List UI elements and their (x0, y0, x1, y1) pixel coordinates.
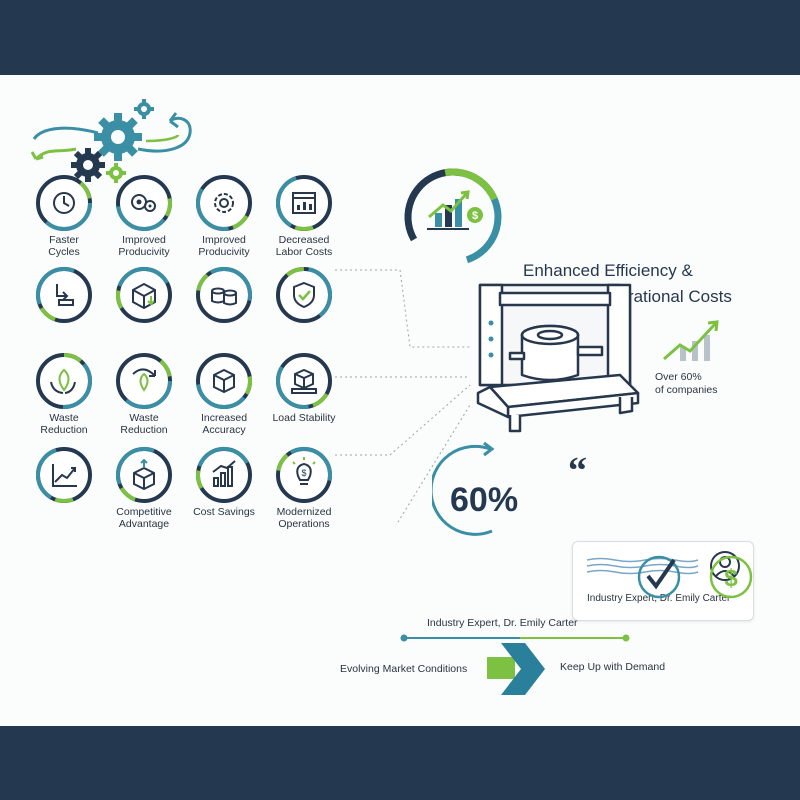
headline-line-1: Enhanced Efficiency & (523, 261, 693, 280)
benefit-ring (35, 352, 93, 410)
efficiency-chart-icon: $ (404, 168, 502, 266)
benefit-label-line-2: Advantage (118, 518, 170, 530)
benefit-label-line-1: Improved (122, 234, 166, 246)
benefit-label-line-1: Increased (200, 412, 248, 424)
top-band (0, 0, 800, 75)
benefit-ring (275, 174, 333, 232)
benefit-ring (115, 174, 173, 232)
quote-mark-icon: “ (568, 450, 587, 492)
benefit-ring (275, 352, 333, 410)
stat-note-line-2: of companies (655, 384, 718, 396)
stat-note: Over 60% of companies (655, 371, 717, 397)
box-up-icon (116, 447, 172, 503)
timeline-left-label: Evolving Market Conditions (340, 663, 468, 675)
benefit-ring (195, 174, 253, 232)
growth-chart-icon (663, 320, 719, 361)
benefit-ring (115, 266, 173, 324)
benefit-label-line-1: Cost Savings (193, 506, 255, 518)
benefit-label-line-2: Accuracy (202, 424, 246, 436)
box-arrow-icon (116, 267, 172, 323)
svg-text:$: $ (301, 468, 306, 478)
bar-chart-icon (196, 446, 253, 503)
pallet-arrow-icon (36, 267, 92, 323)
benefit-label-line-2: Labor Costs (275, 246, 333, 258)
benefit-label-line-1: Load Stability (272, 412, 336, 424)
benefit-ring: $ (275, 446, 333, 504)
svg-text:$: $ (724, 565, 738, 592)
benefit-label-line-1: Competitive (116, 506, 172, 518)
quote-text-lines (586, 557, 699, 575)
benefit-ring (195, 266, 253, 324)
benefit-label-line-1: Modernized (276, 506, 332, 518)
timeline-top-label: Industry Expert, Dr. Emily Carter (427, 617, 578, 629)
calendar-chart-icon (276, 174, 332, 231)
benefit-label-line-2: Reduction (120, 424, 168, 436)
wrapping-machine-icon (476, 283, 640, 433)
box-icon (196, 353, 252, 409)
benefit-ring (35, 174, 93, 232)
benefit-ring (115, 446, 173, 504)
benefit-ring (35, 266, 93, 324)
dollar-circle-icon: $ (709, 555, 753, 599)
benefit-ring (195, 352, 253, 410)
benefit-ring (195, 446, 253, 504)
benefit-label-line-2: Reduction (40, 424, 88, 436)
benefit-label-line-1: Faster (49, 234, 79, 246)
svg-text:$: $ (472, 210, 478, 222)
gears-cluster-icon (30, 99, 192, 183)
leaf-recycle-icon (36, 353, 92, 409)
stacked-box-icon (276, 353, 332, 409)
benefit-ring (35, 446, 93, 504)
stat-note-line-1: Over 60% (655, 371, 702, 383)
benefit-label-line-1: Improved (202, 234, 246, 246)
coins-icon (195, 267, 252, 323)
benefit-label: Cost Savings (179, 506, 269, 518)
stat-arc-icon (432, 441, 495, 536)
gears-icon (116, 175, 172, 231)
benefit-label-line-2: Operations (278, 518, 330, 530)
line-chart-icon (35, 447, 92, 503)
bottom-band (0, 726, 800, 800)
shield-check-icon (276, 267, 332, 323)
benefit-ring (275, 266, 333, 324)
benefit-label-line-2: Producivity (118, 246, 170, 258)
quote-attribution: Industry Expert, Dr. Emily Carter (587, 593, 731, 604)
benefit-label-line-1: Decreased (278, 234, 330, 246)
dotted-connectors (335, 269, 471, 525)
benefit-label-line-1: Waste (129, 412, 159, 424)
benefit-label-line-1: Waste (49, 412, 79, 424)
benefit-label-line-2: Producivity (198, 246, 250, 258)
timeline-line (400, 634, 630, 642)
timeline-right-label: Keep Up with Demand (560, 661, 666, 673)
stat-value: 60% (450, 481, 519, 519)
lightbulb-dollar-icon: $ (276, 447, 332, 503)
clock-icon (36, 175, 92, 232)
benefit-ring (115, 352, 173, 410)
benefit-label-line-2: Cycles (48, 246, 80, 258)
leaf-arrow-icon (116, 353, 172, 409)
benefit-label: Load Stability (259, 412, 349, 424)
chevron-arrow-icon (487, 643, 545, 695)
quote-card: Industry Expert, Dr. Emily Carter (572, 541, 754, 621)
gear-icon (195, 175, 252, 231)
check-circle-icon (637, 555, 681, 599)
